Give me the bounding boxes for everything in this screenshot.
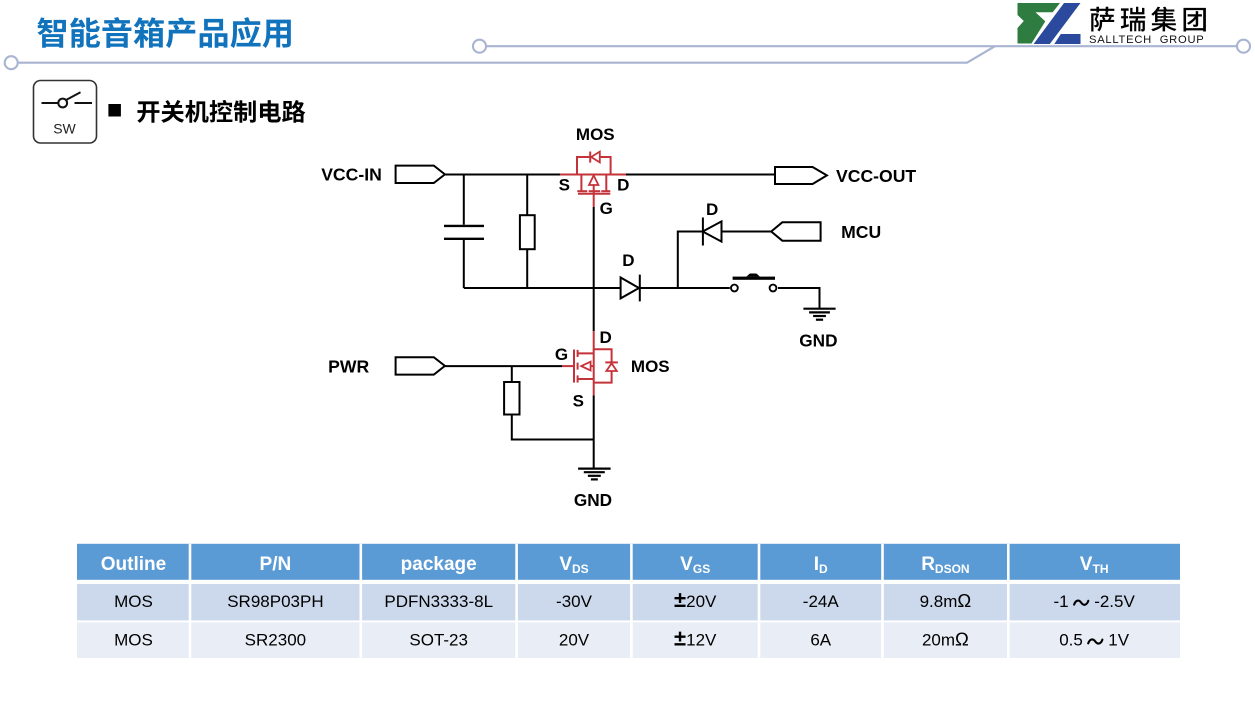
svg-text:D: D [622, 251, 634, 270]
svg-text:P/N: P/N [260, 554, 292, 575]
svg-text:SW: SW [53, 121, 76, 137]
svg-text:±12V: ±12V [674, 626, 717, 651]
svg-text:MOS: MOS [631, 357, 670, 376]
svg-text:20V: 20V [559, 631, 590, 650]
svg-text:-2.5V: -2.5V [1094, 592, 1135, 611]
svg-text:G: G [555, 345, 568, 364]
svg-text:D: D [617, 176, 629, 195]
svg-text:-1: -1 [1054, 592, 1069, 611]
svg-text:9.8mΩ: 9.8mΩ [920, 590, 972, 611]
svg-text:S: S [573, 392, 584, 411]
svg-text:S: S [559, 176, 570, 195]
svg-text:GND: GND [574, 490, 612, 510]
svg-text:SOT-23: SOT-23 [409, 631, 468, 650]
svg-text:SR2300: SR2300 [245, 631, 306, 650]
svg-text:-30V: -30V [556, 592, 593, 611]
svg-text:D: D [706, 200, 718, 219]
svg-text:SR98P03PH: SR98P03PH [227, 592, 323, 611]
svg-text:Outline: Outline [101, 554, 166, 575]
svg-text:PDFN3333-8L: PDFN3333-8L [384, 592, 493, 611]
svg-text:D: D [599, 328, 611, 347]
svg-text:package: package [401, 554, 477, 575]
svg-text:SALLTECH GROUP: SALLTECH GROUP [1089, 34, 1204, 46]
svg-text:MOS: MOS [114, 592, 153, 611]
svg-text:6A: 6A [810, 631, 831, 650]
svg-text:G: G [600, 199, 613, 218]
svg-text:20mΩ: 20mΩ [922, 629, 969, 650]
svg-text:GND: GND [799, 331, 837, 351]
svg-text:PWR: PWR [328, 356, 369, 376]
svg-text:MOS: MOS [114, 631, 153, 650]
svg-text:0.5: 0.5 [1059, 631, 1083, 650]
svg-text:±20V: ±20V [674, 587, 717, 612]
svg-text:VCC-OUT: VCC-OUT [836, 166, 916, 186]
svg-text:-24A: -24A [803, 592, 840, 611]
svg-text:VCC-IN: VCC-IN [321, 164, 382, 184]
svg-text:1V: 1V [1108, 631, 1129, 650]
svg-text:MOS: MOS [576, 125, 615, 144]
svg-text:MCU: MCU [841, 222, 881, 242]
